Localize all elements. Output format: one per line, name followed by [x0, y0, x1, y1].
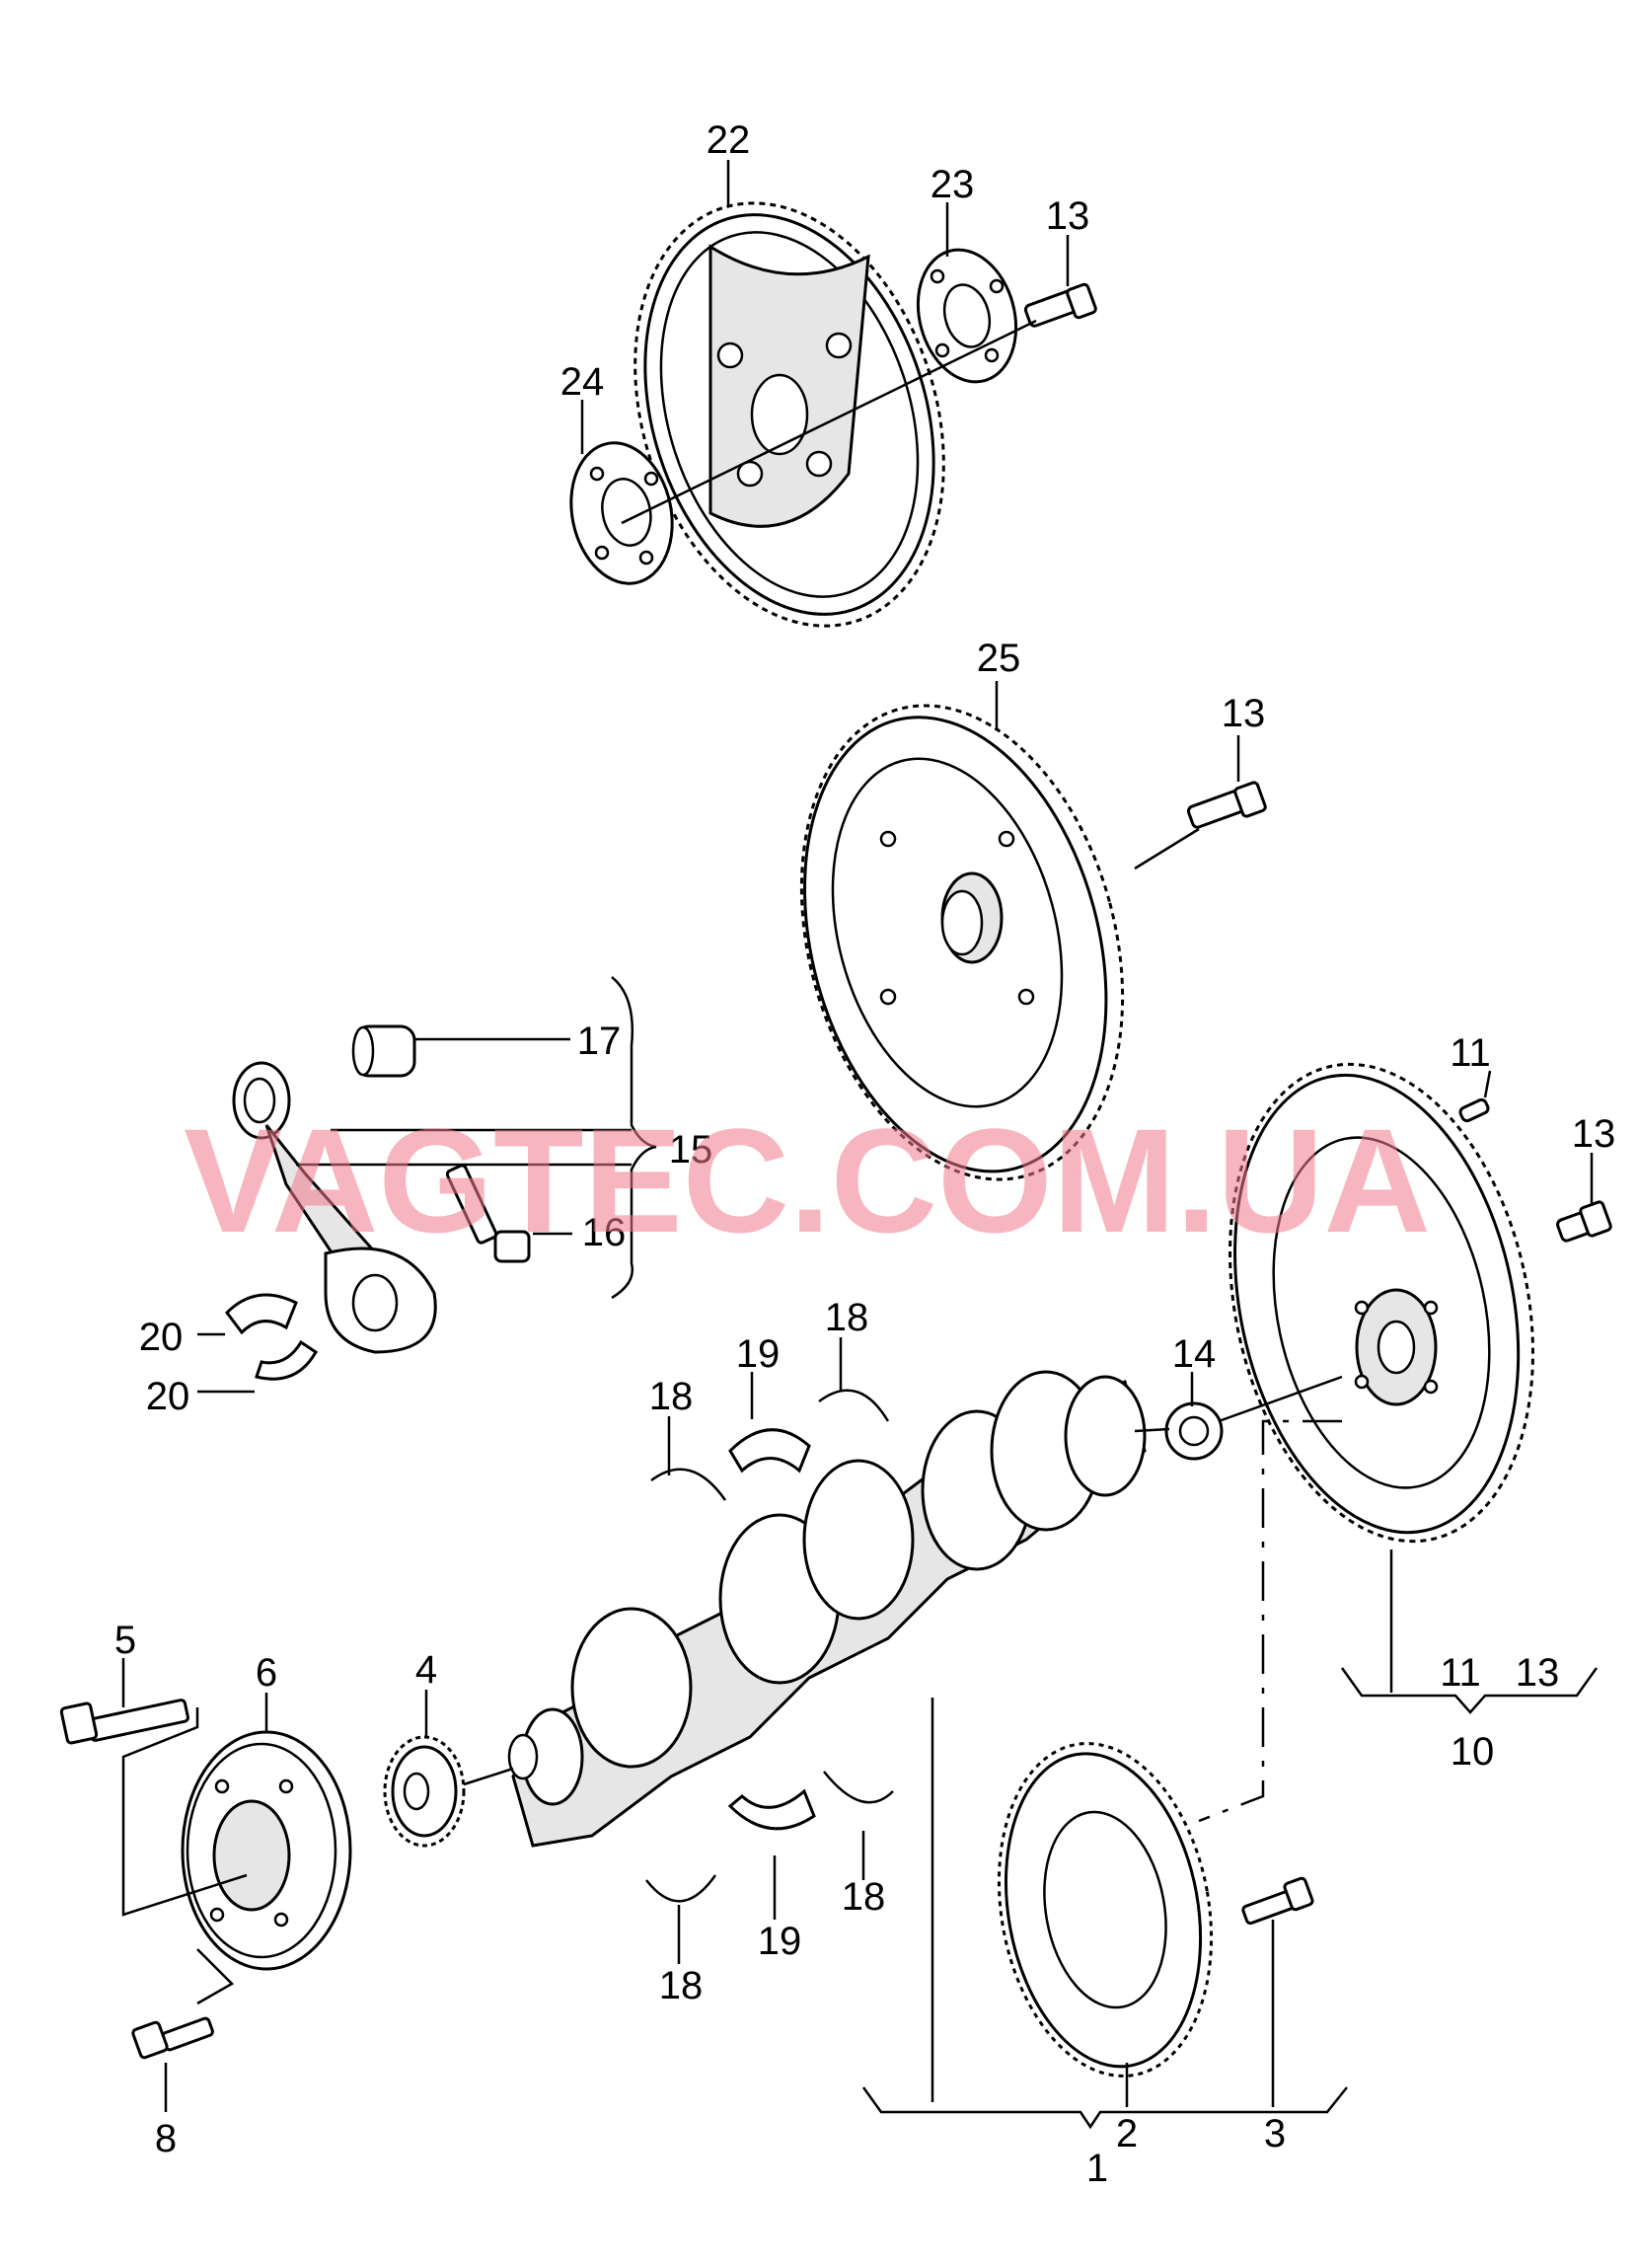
callout-14: 14: [1172, 1332, 1217, 1376]
bearing-shell-20-lower: [255, 1339, 318, 1381]
callout-3: 3: [1264, 2112, 1286, 2155]
bolt-13-right: [1556, 1200, 1612, 1243]
callout-16: 16: [582, 1211, 627, 1254]
thrust-washer-18-d: [823, 1771, 894, 1804]
bolt-5: [59, 1699, 189, 1745]
sprocket-4: [383, 1735, 466, 1848]
callout-24: 24: [560, 360, 605, 404]
callout-18-d: 18: [659, 1964, 704, 2007]
connecting-rod: [232, 1061, 437, 1354]
callout-20-a: 20: [139, 1316, 184, 1359]
bearing-shell-20-upper: [225, 1293, 298, 1335]
bolt-13-mid: [1186, 781, 1267, 829]
sensor-wheel-2: [997, 1742, 1214, 2078]
bushing-17: [351, 1024, 416, 1078]
callout-13-right: 13: [1572, 1112, 1616, 1156]
watermark: VAGTEC.COM.UA: [184, 1097, 1431, 1263]
callout-labels: 22 23 13 24 25 13 17 11 15 13 16 18 20 1…: [114, 118, 1615, 2190]
callout-13-mid: 13: [1222, 692, 1266, 735]
thrust-washer-18-b: [818, 1389, 890, 1422]
callout-1: 1: [1086, 2147, 1108, 2190]
bolt-13-top: [1023, 282, 1097, 328]
callout-4: 4: [415, 1648, 437, 1692]
callout-11-bottom: 11: [1440, 1651, 1481, 1695]
shim-23: [916, 248, 1018, 384]
callout-18-c: 18: [842, 1875, 886, 1919]
shim-24: [569, 441, 674, 585]
pulley-6: [181, 1730, 352, 1971]
callout-13-top: 13: [1046, 194, 1090, 238]
leader-lines: [121, 160, 1599, 2130]
thrust-washer-18-c: [645, 1874, 717, 1903]
callout-23: 23: [931, 163, 975, 206]
bearing-shell-19-a: [728, 1428, 811, 1474]
callout-18-b: 18: [649, 1375, 694, 1418]
rod-bolt-16: [445, 1164, 531, 1263]
callout-20-b: 20: [146, 1375, 190, 1418]
callout-15: 15: [669, 1128, 713, 1172]
callout-22: 22: [707, 118, 751, 162]
dowel-pin-11: [1458, 1097, 1490, 1123]
callout-25: 25: [977, 637, 1021, 680]
needle-bearing-14: [1164, 1401, 1224, 1461]
callout-11-top: 11: [1450, 1031, 1491, 1075]
drive-plate-25: [799, 704, 1125, 1181]
bearing-shell-19-b: [727, 1788, 816, 1831]
thrust-washer-18-a: [650, 1468, 727, 1501]
flex-plate-22: [633, 201, 945, 628]
callout-19-b: 19: [758, 1920, 802, 1963]
callout-8: 8: [155, 2117, 177, 2160]
callout-18-a: 18: [825, 1296, 869, 1339]
bolt-8: [131, 2016, 214, 2060]
crankshaft: [507, 1370, 1147, 1848]
callout-2: 2: [1116, 2112, 1138, 2155]
callout-10: 10: [1451, 1730, 1495, 1774]
callout-13-bottom: 13: [1516, 1651, 1560, 1695]
callout-6: 6: [256, 1651, 277, 1695]
bolt-3: [1241, 1876, 1314, 1926]
callout-17: 17: [577, 1020, 622, 1063]
callout-19-a: 19: [736, 1332, 781, 1376]
callout-5: 5: [114, 1619, 136, 1662]
